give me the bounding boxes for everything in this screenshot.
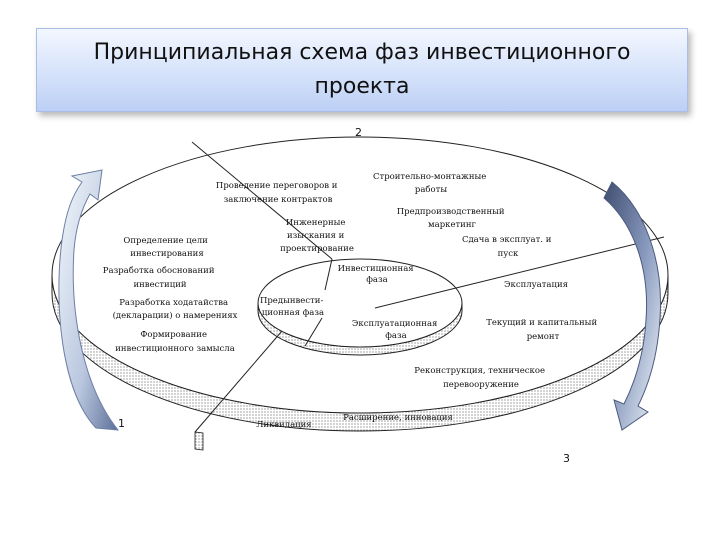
divider-right [455, 236, 665, 289]
item-preproduction-marketing: Предпроизводственный маркетинг [397, 207, 508, 230]
inner-divider-bottom [304, 317, 323, 347]
arrow-left-icon [58, 169, 120, 431]
item-commissioning: Сдача в эксплуат. и пуск [462, 235, 554, 259]
item-repair: Текущий и капитальный ремонт [486, 318, 600, 342]
phase-number-3: 3 [563, 452, 570, 465]
inner-divider-top [324, 258, 333, 291]
arrow-right-icon [603, 181, 662, 431]
item-liquidation: Ликвидация [256, 420, 311, 430]
item-expansion-innovation: Расширение, инновация [343, 413, 453, 423]
inner-phase-preinvestment: Предынвести- ционная фаза [260, 296, 326, 318]
title-banner: Принципиальная схема фаз инвестиционного… [36, 28, 688, 112]
item-construction-works: Строительно-монтажные работы [373, 172, 489, 195]
divider-bottom [194, 330, 283, 433]
item-investment-justification: Разработка обоснований инвестиций [103, 265, 217, 290]
item-reconstruction: Реконструкция, техническое перевооружени… [414, 366, 547, 390]
inner-ellipse [257, 258, 463, 348]
item-declaration-of-intent: Разработка ходатайства (декларации) о на… [113, 297, 238, 321]
inner-divider-right [374, 287, 457, 309]
page-title: Принципиальная схема фаз инвестиционного… [93, 40, 631, 99]
rim-marker [194, 431, 204, 451]
inner-phase-investment: Инвестиционная фаза [338, 264, 417, 285]
item-engineering-design: Инженерные изыскания и проектирование [280, 218, 354, 254]
item-operation: Эксплуатация [504, 280, 568, 290]
phase-number-2: 2 [355, 126, 362, 139]
item-investment-idea: Формирование инвестиционного замысла [115, 330, 235, 354]
item-negotiations-contracts: Проведение переговоров и заключение конт… [216, 181, 340, 205]
inner-phase-operational: Эксплуатационная фаза [352, 319, 440, 341]
divider-top [191, 141, 333, 260]
phase-number-1: 1 [118, 417, 125, 430]
item-goal-definition: Определение цели инвестирования [123, 236, 210, 259]
